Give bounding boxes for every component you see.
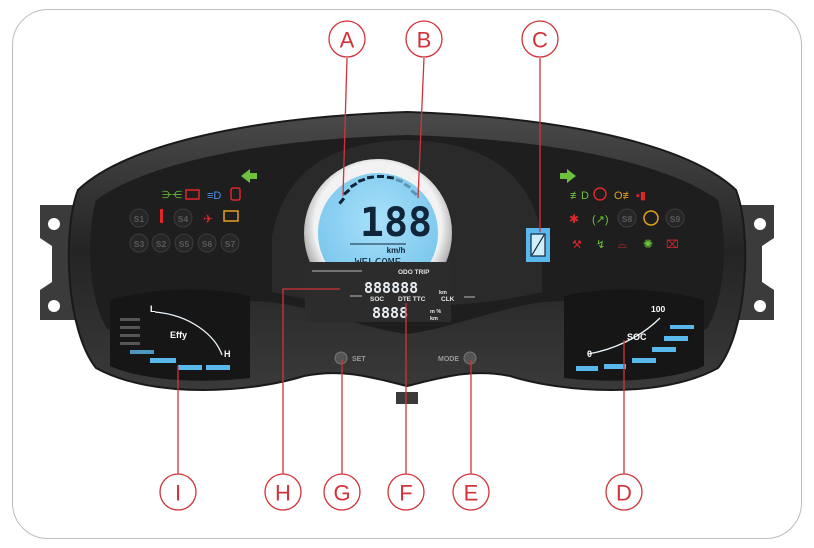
steering-icon: (↗) [592,214,609,226]
effy-bar [206,365,230,370]
status-lamp-s7: S7 [225,239,236,249]
effy-bar [150,358,176,363]
rear-fog-icon: O≢ [614,190,634,202]
lamp-row-2: S3 S2 S5 S6 S7 [129,233,240,253]
callout-lines [177,57,625,475]
bottom-unit-top: m % [430,309,441,315]
clk-label: CLK [441,296,455,303]
effy-high-label: H [224,349,231,359]
callout-a: A [328,20,366,58]
center-display: 188 km/h WELCOME ODO TRIP 888888 km SOC … [272,140,550,322]
rear-defrost-icon [223,210,239,222]
odo-trip-label: ODO TRIP [398,269,430,276]
lamp-row-1-right: ✱ (↗) S8 S9 [569,208,685,228]
effy-gauge-pod: L Effy H [110,289,250,381]
callout-b-label: B [417,28,432,53]
callout-e-label: E [464,481,479,506]
airbag-icon: ✱ [569,212,579,226]
callout-h: H [264,473,302,511]
lamp-row-1: S1 S4 ✈ [129,208,239,228]
abs-icon [643,210,659,226]
seatbelt-icon: ✈ [203,212,213,226]
dte-ttc-label: DTE TTC [398,296,426,303]
effy-bar [178,365,202,370]
brake-warning-icon [593,187,607,201]
coolant-temp-icon [160,209,163,223]
high-beam-icon: ≡D [207,190,221,202]
motor-fault-icon: ⌧ [666,239,679,251]
callout-e: E [452,473,490,511]
status-lamp-s6: S6 [202,239,213,249]
soc-gauge-pod: 100 SOC 0 [564,289,704,381]
effy-title: Effy [170,330,187,340]
effy-low-label: L [150,304,156,314]
callout-h-label: H [275,481,291,506]
side-light-icon: ⋺⋲ [162,190,182,201]
mode-button[interactable]: MODE [438,351,477,365]
door-open-icon [230,187,241,201]
right-indicator-panel: ≢D O≢ ▪▮ ✱ (↗) S8 S9 ⚒ ↯ ⌓ ✺ ⌧ [560,169,685,251]
set-button[interactable]: SET [334,351,366,365]
soc-bar [632,358,656,363]
soc-bar [664,336,688,341]
wrench-icon: ⚒ [572,239,582,251]
front-fog-icon: ≢D [570,190,589,202]
soc-bar [576,366,598,371]
callout-c: C [521,20,559,58]
right-turn-signal-icon [560,169,576,183]
motor-temp-icon: ✺ [643,237,653,251]
callout-f-label: F [399,481,412,506]
speed-readout: 188 [360,200,432,246]
soc-max-label: 100 [651,304,665,314]
status-lamp-s1: S1 [134,214,145,224]
status-lamp-s9: S9 [670,214,681,224]
soc-min-label: 0 [587,349,592,359]
status-lamp-s8: S8 [622,214,633,224]
soc-title: SOC [627,332,647,342]
callout-f: F [387,473,425,511]
left-turn-signal-icon [241,169,257,183]
odometer-readout: 888888 [364,279,418,297]
ready-icon: ↯ [596,239,605,251]
left-indicator-panel: ⋺⋲ ≡D S1 S4 ✈ S3 S2 S5 S6 S7 [129,169,257,253]
callout-g-label: G [333,481,350,506]
bottom-connector [396,392,418,404]
callout-i: I [159,473,197,511]
bottom-value-readout: 8888 [372,304,408,322]
status-lamp-s3: S3 [134,239,145,249]
callout-d: D [605,473,643,511]
park-light-icon: ▪▮ [636,190,646,202]
soc-bar [670,325,694,329]
battery-icon [185,189,200,200]
effy-bar [130,350,154,354]
car-fault-icon: ⌓ [618,239,627,251]
soc-bar [652,347,676,352]
status-lamp-s4: S4 [178,214,189,224]
callout-a-label: A [340,28,355,53]
speed-arc-bar [338,175,418,205]
odometer-unit: km [439,290,447,296]
callout-i-label: I [175,481,181,506]
speed-unit: km/h [387,246,406,255]
lamp-row-2-right: ⚒ ↯ ⌓ ✺ ⌧ [572,237,679,251]
callout-b: B [405,20,443,58]
status-lamp-s2: S2 [156,239,167,249]
status-lamp-s5: S5 [179,239,190,249]
soc-mode-label: SOC [370,296,384,303]
soc-bar [604,364,626,369]
callout-c-label: C [532,28,548,53]
mode-button-label: MODE [438,356,459,363]
callout-g: G [323,473,361,511]
callout-d-label: D [616,481,632,506]
set-button-label: SET [352,356,366,363]
bottom-unit-bottom: km [430,316,438,322]
